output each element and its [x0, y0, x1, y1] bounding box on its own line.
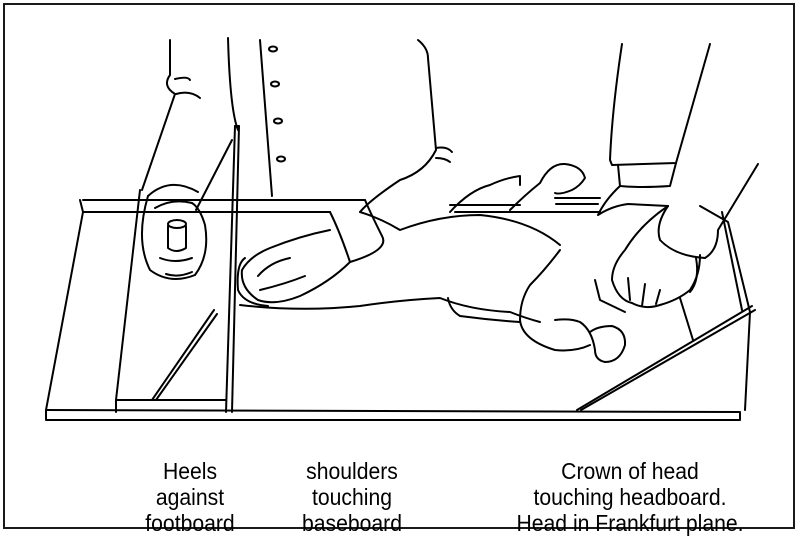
caption-heels-line2: against: [155, 484, 225, 510]
headboard: [576, 297, 756, 411]
measurer-left-arm: [141, 37, 286, 197]
caption-heels-line1: Heels: [162, 458, 218, 484]
caption-shoulders: shoulders touching baseboard: [288, 458, 417, 536]
caption-shoulders-line2: touching: [311, 484, 393, 510]
caption-crown-line3: Head in Frankfurt plane.: [516, 510, 744, 536]
caption-heels-line3: footboard: [145, 510, 235, 536]
caption-heels: Heels against footboard: [126, 458, 255, 536]
caption-shoulders-line3: baseboard: [301, 510, 402, 536]
caption-crown: Crown of head touching headboard. Head i…: [492, 458, 768, 536]
caption-crown-line1: Crown of head: [561, 458, 699, 484]
infant: [239, 162, 627, 363]
measurer-right-hand: [236, 39, 453, 307]
baseboard: [45, 199, 751, 421]
diagram-frame: [3, 3, 795, 529]
assistant-hand-on-head: [597, 43, 759, 309]
caption-crown-line2: touching headboard.: [533, 484, 727, 510]
caption-shoulders-line1: shoulders: [306, 458, 398, 484]
footboard: [115, 125, 240, 413]
measurer-left-hand: [140, 184, 208, 280]
